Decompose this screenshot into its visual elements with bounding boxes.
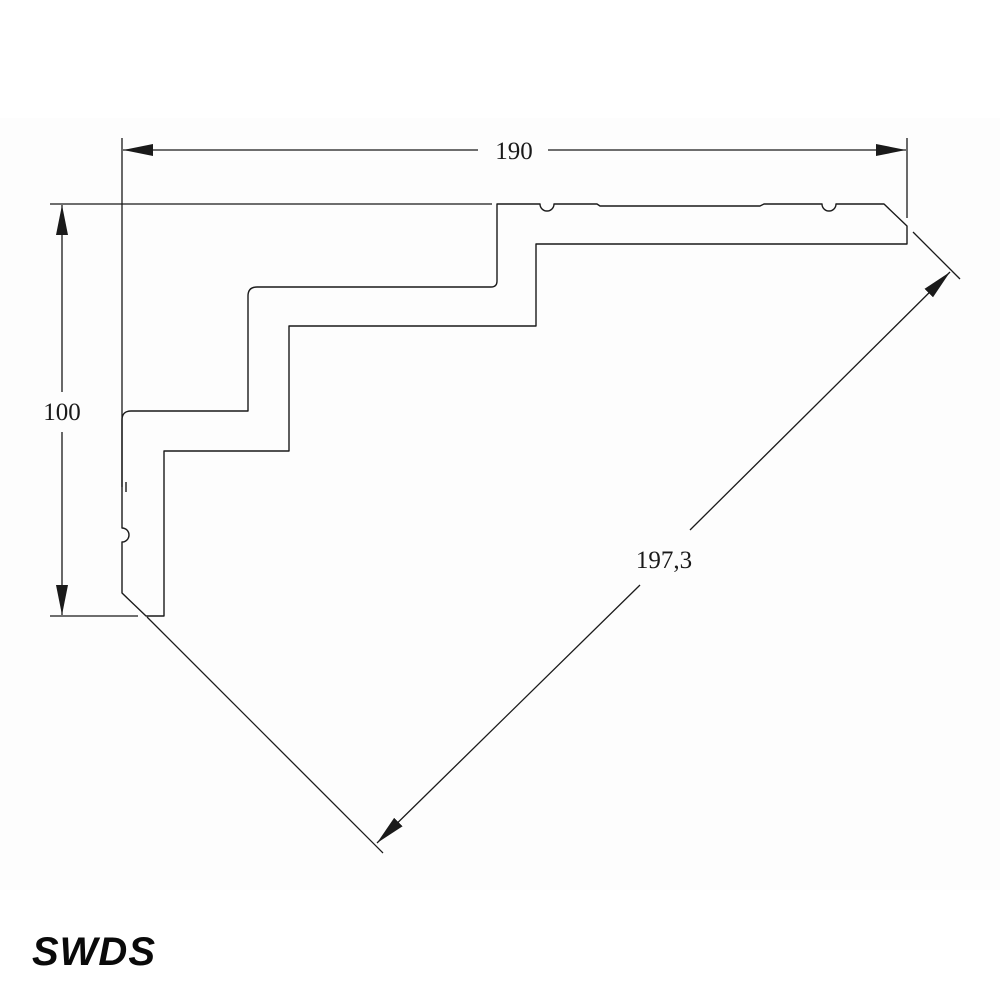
extension-lines [50,138,961,854]
diagonal-dimension-label: 197,3 [636,547,692,574]
brand-logo-text: SWDS [32,930,156,974]
extension-line-diag-bottom [146,616,384,854]
diagonal-dimension-line-lower [376,584,641,844]
diagonal-dimension-line-upper [689,271,951,531]
drawing-background [0,118,1000,890]
height-dimension-label: 100 [43,399,81,426]
stair-nosing-profile [121,203,908,617]
extension-line-diag-top [912,231,961,280]
dimension-lines [56,144,951,844]
profile-outline [121,203,908,617]
width-dimension-label: 190 [495,138,533,165]
